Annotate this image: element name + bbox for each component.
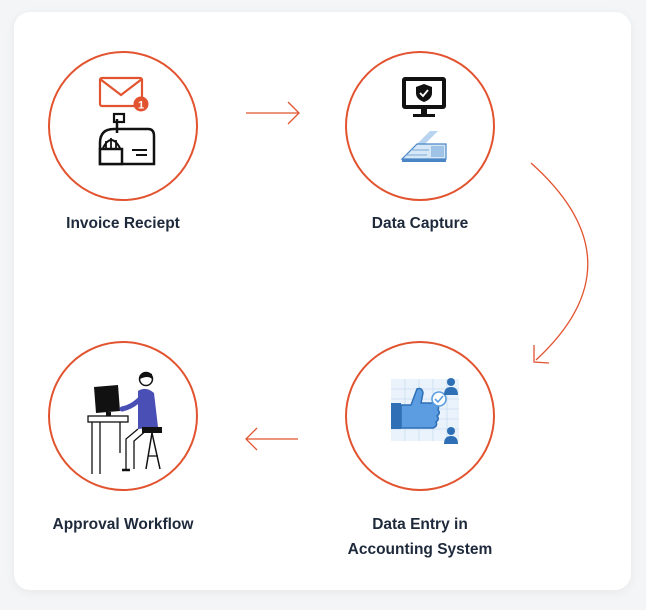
step-data-entry-label-line2: Accounting System xyxy=(347,541,493,558)
step-data-entry-circle xyxy=(345,341,495,491)
step-data-capture-circle xyxy=(345,51,495,201)
mail-and-mailbox-icon: 1 xyxy=(98,76,156,166)
arrow-right-icon xyxy=(246,101,300,125)
step-data-capture-label: Data Capture xyxy=(371,215,469,232)
step-data-entry-label-line1: Data Entry in xyxy=(372,516,468,533)
step-invoice-receipt-label: Invoice Reciept xyxy=(66,215,180,232)
step-data-entry-label: Data Entry in Accounting System xyxy=(320,512,520,562)
step-approval-workflow-circle xyxy=(48,341,198,491)
step-approval-workflow-label: Approval Workflow xyxy=(52,516,194,533)
curved-arrow-down-icon xyxy=(530,162,589,364)
step-invoice-receipt-circle: 1 xyxy=(48,51,198,201)
svg-text:1: 1 xyxy=(138,100,144,112)
arrow-left-icon xyxy=(245,427,298,451)
thumbs-up-approval-icon xyxy=(391,378,459,444)
person-at-computer-icon xyxy=(87,371,162,474)
monitor-shield-scanner-icon xyxy=(400,77,447,162)
